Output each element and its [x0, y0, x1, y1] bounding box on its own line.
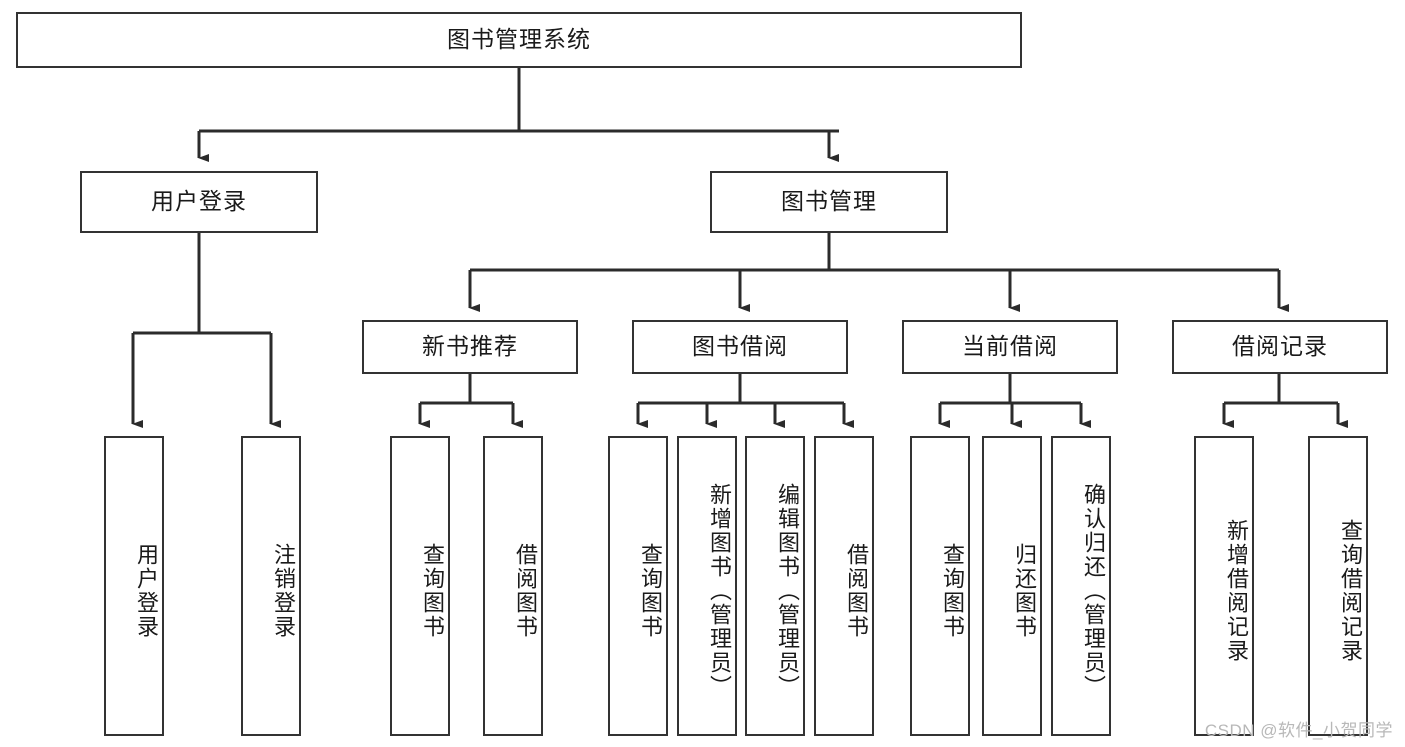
leaf-current-borrow-return-book[interactable]: 归还图书	[982, 436, 1042, 736]
node-label: 确认归还（管理员）	[1081, 483, 1106, 699]
node-label: 图书管理	[781, 188, 877, 215]
node-label: 借阅图书	[513, 543, 538, 639]
leaf-borrow-record-query-record[interactable]: 查询借阅记录	[1308, 436, 1368, 736]
node-label: 查询借阅记录	[1338, 519, 1363, 663]
node-label: 借阅记录	[1232, 333, 1328, 360]
node-label: 用户登录	[134, 543, 159, 639]
node-user-login[interactable]: 用户登录	[80, 171, 318, 233]
node-label: 用户登录	[151, 188, 247, 215]
node-label: 图书管理系统	[447, 26, 591, 53]
node-root-book-management-system[interactable]: 图书管理系统	[16, 12, 1022, 68]
node-label: 归还图书	[1012, 543, 1037, 639]
node-current-borrow[interactable]: 当前借阅	[902, 320, 1118, 374]
leaf-user-login-logout[interactable]: 注销登录	[241, 436, 301, 736]
node-label: 查询图书	[420, 543, 445, 639]
leaf-new-book-borrow-book[interactable]: 借阅图书	[483, 436, 543, 736]
node-label: 新增借阅记录	[1224, 519, 1249, 663]
node-label: 编辑图书（管理员）	[775, 483, 800, 699]
leaf-user-login-login[interactable]: 用户登录	[104, 436, 164, 736]
node-label: 查询图书	[638, 543, 663, 639]
watermark-text: CSDN @软件_小贺同学	[1204, 721, 1393, 740]
node-label: 新书推荐	[422, 333, 518, 360]
node-book-management[interactable]: 图书管理	[710, 171, 948, 233]
leaf-borrow-record-add-record[interactable]: 新增借阅记录	[1194, 436, 1254, 736]
node-label: 当前借阅	[962, 333, 1058, 360]
node-label: 图书借阅	[692, 333, 788, 360]
leaf-book-borrow-borrow-book[interactable]: 借阅图书	[814, 436, 874, 736]
leaf-book-borrow-query-book[interactable]: 查询图书	[608, 436, 668, 736]
node-new-book-recommend[interactable]: 新书推荐	[362, 320, 578, 374]
leaf-book-borrow-edit-book-admin[interactable]: 编辑图书（管理员）	[745, 436, 805, 736]
leaf-current-borrow-confirm-return-admin[interactable]: 确认归还（管理员）	[1051, 436, 1111, 736]
leaf-current-borrow-query-book[interactable]: 查询图书	[910, 436, 970, 736]
node-label: 新增图书（管理员）	[707, 483, 732, 699]
node-label: 注销登录	[271, 543, 296, 639]
node-book-borrow[interactable]: 图书借阅	[632, 320, 848, 374]
node-borrow-record[interactable]: 借阅记录	[1172, 320, 1388, 374]
leaf-book-borrow-add-book-admin[interactable]: 新增图书（管理员）	[677, 436, 737, 736]
leaf-new-book-query-book[interactable]: 查询图书	[390, 436, 450, 736]
node-label: 查询图书	[940, 543, 965, 639]
node-label: 借阅图书	[844, 543, 869, 639]
